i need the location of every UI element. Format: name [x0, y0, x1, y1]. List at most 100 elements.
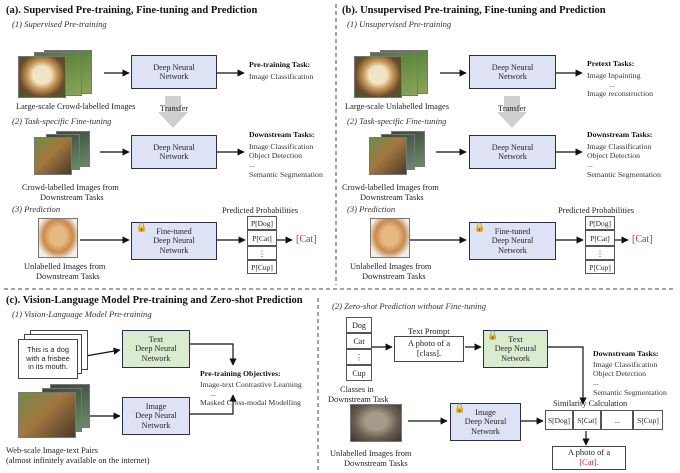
class-cell: ⋮ — [346, 349, 372, 365]
network-label: Network — [498, 152, 527, 161]
prob-cell: P[Cup] — [247, 260, 277, 274]
panel-a-step2: (2) Task-specific Fine-tuning — [12, 116, 112, 126]
unlabelled-caption: Unlabelled Images from Downstream Tasks — [330, 449, 411, 468]
caption-line: Downstream Tasks — [344, 458, 408, 468]
pretext-task-list: Image Inpainting ... Image reconstructio… — [587, 71, 653, 99]
task-item: ... — [587, 160, 593, 170]
pairs-caption: Web-scale Image-text Pairs (almost infin… — [6, 446, 150, 465]
text-prompt-box: A photo of a[class]. — [394, 336, 464, 362]
class-cell: Dog — [346, 317, 372, 333]
panel-c-step1: (1) Vision-Language Model Pre-training — [12, 309, 152, 319]
downstream-task-list: Image Classification Object Detection ..… — [249, 142, 323, 179]
panel-b-dataset1-caption: Large-scale Unlabelled Images — [345, 102, 450, 111]
prob-cell-highlight: P[Cat] — [585, 230, 615, 246]
network-label: Fine-tuned — [494, 226, 531, 236]
task-item: Object Detection — [593, 369, 647, 379]
lock-icon: 🔒 — [474, 223, 486, 233]
task-item: Image Classification — [249, 142, 314, 151]
lock-icon: 🔒 — [487, 331, 499, 341]
network-label: Text — [508, 334, 523, 344]
pretraining-task-heading: Pre-training Task: — [249, 60, 311, 69]
similarity-arrow — [548, 346, 587, 405]
prob-cell: P[Cup] — [585, 260, 615, 274]
panel-b-title: (b). Unsupervised Pre-training, Fine-tun… — [342, 5, 606, 16]
caption-line: (almost infinitely available on the inte… — [6, 455, 150, 465]
score-cell: S[Dog] — [545, 410, 573, 430]
network-label: Network — [471, 426, 500, 436]
pretraining-objectives-heading: Pre-training Objectives: — [200, 369, 281, 378]
panel-b-dataset2-caption: Crowd-labelled Images from Downstream Ta… — [342, 183, 439, 202]
task-item: Object Detection — [249, 151, 303, 161]
panel-a-dataset2-caption: Crowd-labelled Images from Downstream Ta… — [22, 183, 119, 202]
prob-cell: P[Dog] — [585, 216, 615, 230]
panel-b-step1: (1) Unsupervised Pre-training — [347, 19, 452, 29]
network-label: Image — [145, 401, 167, 411]
dog-cat-image — [369, 137, 407, 175]
dog-cat-image — [34, 137, 72, 175]
network-label: Network — [159, 245, 189, 255]
transfer-label: Transfer — [160, 104, 189, 113]
network-label: Deep Neural — [135, 411, 177, 421]
cat-image — [38, 218, 78, 258]
transfer-arrow-b — [497, 96, 527, 128]
dog-image — [18, 56, 66, 98]
class-cell: Cat — [346, 333, 372, 349]
panel-b-dataset3-caption: Unlabelled Images from Downstream Tasks — [350, 262, 431, 281]
predicted-probabilities-label: Predicted Probabilities — [222, 206, 299, 215]
zero-shot-output-box: A photo of a [Cat]. — [552, 446, 626, 470]
network-label: Deep Neural — [153, 236, 195, 246]
caption-line: Classes in — [340, 385, 374, 394]
score-cell-highlight: S[Cat] — [573, 410, 601, 430]
task-item: ... — [609, 80, 615, 90]
text-card: This is a dog with a frisbee in its mout… — [18, 339, 78, 379]
predicted-probabilities-label: Predicted Probabilities — [558, 206, 635, 215]
caption-line: Unlabelled Images from — [350, 262, 432, 271]
text-card-line: This is a dog — [27, 344, 69, 354]
network-label: Deep Neural — [491, 62, 534, 72]
task-item: Image reconstruction — [587, 89, 654, 99]
downstream-tasks-heading: Downstream Tasks: — [249, 130, 315, 139]
network-label: Network — [159, 72, 189, 81]
task-item: Image Inpainting — [587, 71, 641, 80]
prompt-line: [class]. — [416, 348, 442, 358]
panel-b-step3: (3) Prediction — [347, 204, 396, 214]
panel-a-step1: (1) Supervised Pre-training — [12, 19, 107, 29]
classes-caption: Classes in Downstream Task — [328, 385, 388, 404]
caption-line: Crowd-labelled Images from — [22, 183, 119, 192]
task-item: ... — [593, 378, 599, 388]
downstream-tasks-heading: Downstream Tasks: — [593, 349, 659, 358]
caption-line: Downstream Tasks — [362, 271, 426, 281]
downstream-tasks-heading: Downstream Tasks: — [587, 130, 653, 139]
caption-line: Downstream Tasks — [40, 192, 104, 202]
transfer-label: Transfer — [498, 104, 527, 113]
class-cell: Cup — [346, 365, 372, 381]
task-item: Image Classification — [593, 360, 658, 369]
text-prompt-label: Text Prompt — [408, 327, 450, 336]
cat-image — [370, 218, 410, 258]
prob-cell: ⋮ — [585, 246, 615, 260]
caption-line: Web-scale Image-text Pairs — [6, 446, 98, 455]
panel-b-step2: (2) Task-specific Fine-tuning — [347, 116, 447, 126]
objective-arrow — [190, 343, 237, 366]
objective-arrow — [190, 394, 237, 415]
dog-frisbee-image — [18, 392, 76, 438]
network-label: Text — [148, 334, 164, 344]
panel-a-title: (a). Supervised Pre-training, Fine-tunin… — [6, 5, 258, 16]
output-class: [Cat]. — [579, 457, 599, 467]
panel-a-dataset3-caption: Unlabelled Images from Downstream Tasks — [24, 262, 105, 281]
caption-line: Downstream Tasks — [360, 192, 424, 202]
task-item: Semantic Segmentation — [249, 169, 323, 179]
score-cell: ... — [601, 410, 633, 430]
network-label: Deep Neural — [464, 417, 507, 427]
network-label: Deep Neural — [153, 62, 195, 72]
similarity-label: Similarity Calculation — [553, 399, 628, 408]
prob-cell: P[Dog] — [247, 216, 277, 230]
output-line: [Cat]. — [568, 457, 610, 468]
